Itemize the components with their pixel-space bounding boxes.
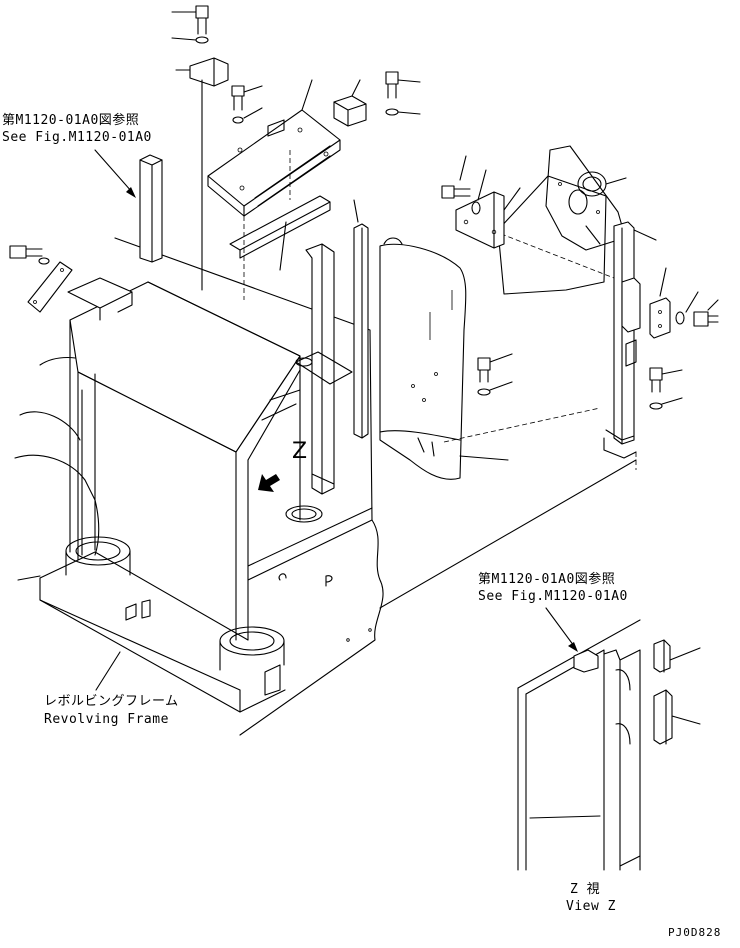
right-top-washer — [471, 169, 487, 215]
top-washer — [171, 36, 209, 44]
view-marker: Z — [292, 439, 308, 464]
right-upright-frame — [545, 145, 657, 459]
ref-top-leader — [94, 149, 136, 198]
ref-mid-leader — [545, 607, 578, 652]
lower-right-washer — [649, 397, 683, 410]
view-z-inset — [517, 619, 701, 871]
drawing-code: PJ0D828 — [668, 926, 722, 939]
frame-en: Revolving Frame — [44, 712, 169, 727]
long-seal-rod — [353, 199, 369, 439]
panel-lower-bolt — [477, 353, 513, 383]
left-bracket — [27, 261, 73, 313]
shroud-bolt — [231, 85, 263, 111]
panel-washer — [385, 108, 421, 116]
ring-seal — [577, 171, 627, 197]
right-bracket — [455, 187, 521, 249]
left-washer — [38, 257, 50, 265]
left-vertical-post — [139, 154, 163, 263]
top-bolt — [171, 5, 209, 35]
hinge-bolt — [693, 299, 719, 327]
radiator-enclosure — [39, 277, 372, 713]
ref-top-jp: 第M1120-01A0図参照 — [2, 113, 140, 128]
ref-top-en: See Fig.M1120-01A0 — [2, 130, 152, 145]
ref-mid-en: See Fig.M1120-01A0 — [478, 589, 628, 604]
frame-jp: レボルビングフレーム — [44, 694, 179, 709]
left-bolt — [9, 245, 43, 259]
right-top-bolt — [441, 155, 471, 199]
seal-block — [333, 79, 367, 127]
view-z-jp: Z 視 — [570, 882, 601, 897]
view-z-en: View Z — [566, 899, 616, 914]
shroud-plate — [207, 79, 341, 217]
panel-lower-washer — [477, 381, 513, 396]
view-z-arrow — [258, 474, 280, 492]
panel-bolt — [385, 71, 421, 99]
frame-leader — [95, 651, 121, 691]
top-bracket — [175, 57, 229, 291]
panel-dashed-guide — [443, 407, 601, 443]
lower-right-bolt — [649, 367, 683, 393]
seal-strip — [229, 195, 331, 271]
right-thin-plate — [485, 175, 615, 295]
side-panel — [379, 237, 509, 480]
ref-mid-jp: 第M1120-01A0図参照 — [478, 572, 616, 587]
revolving-frame-outline — [14, 237, 384, 736]
right-dashed-guides — [379, 452, 637, 609]
hinge-washer — [675, 291, 699, 325]
shroud-washer — [232, 107, 263, 124]
support-pillar — [295, 243, 353, 495]
hinge-bracket — [649, 267, 671, 339]
